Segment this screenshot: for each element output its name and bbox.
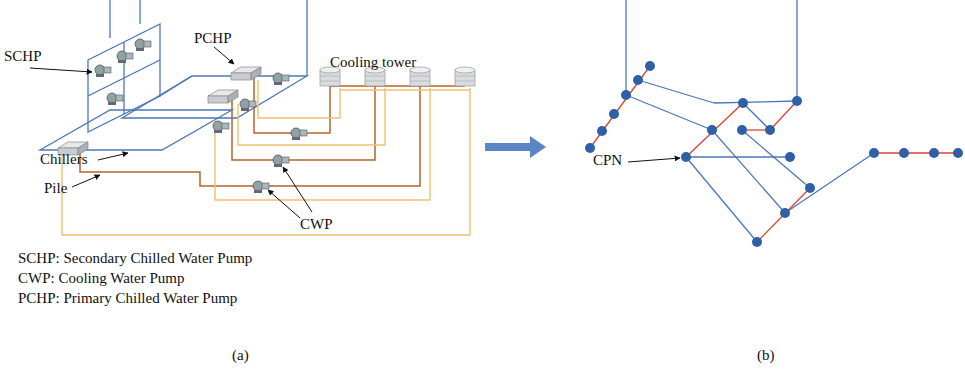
callout-label: Pile — [44, 180, 67, 197]
callout-label: SCHP — [4, 48, 42, 65]
abbreviation-note: SCHP: Secondary Chilled Water Pump — [18, 250, 252, 267]
panel-label: (a) — [232, 347, 249, 364]
callout-label: Cooling tower — [330, 54, 416, 71]
callout-label: PCHP — [194, 30, 232, 47]
abbreviation-note: PCHP: Primary Chilled Water Pump — [18, 290, 237, 307]
callout-label: Chillers — [40, 151, 88, 168]
callout-label: CPN — [593, 152, 622, 169]
panel-label: (b) — [757, 347, 775, 364]
abbreviation-note: CWP: Cooling Water Pump — [18, 270, 184, 287]
callout-label: CWP — [300, 216, 333, 233]
